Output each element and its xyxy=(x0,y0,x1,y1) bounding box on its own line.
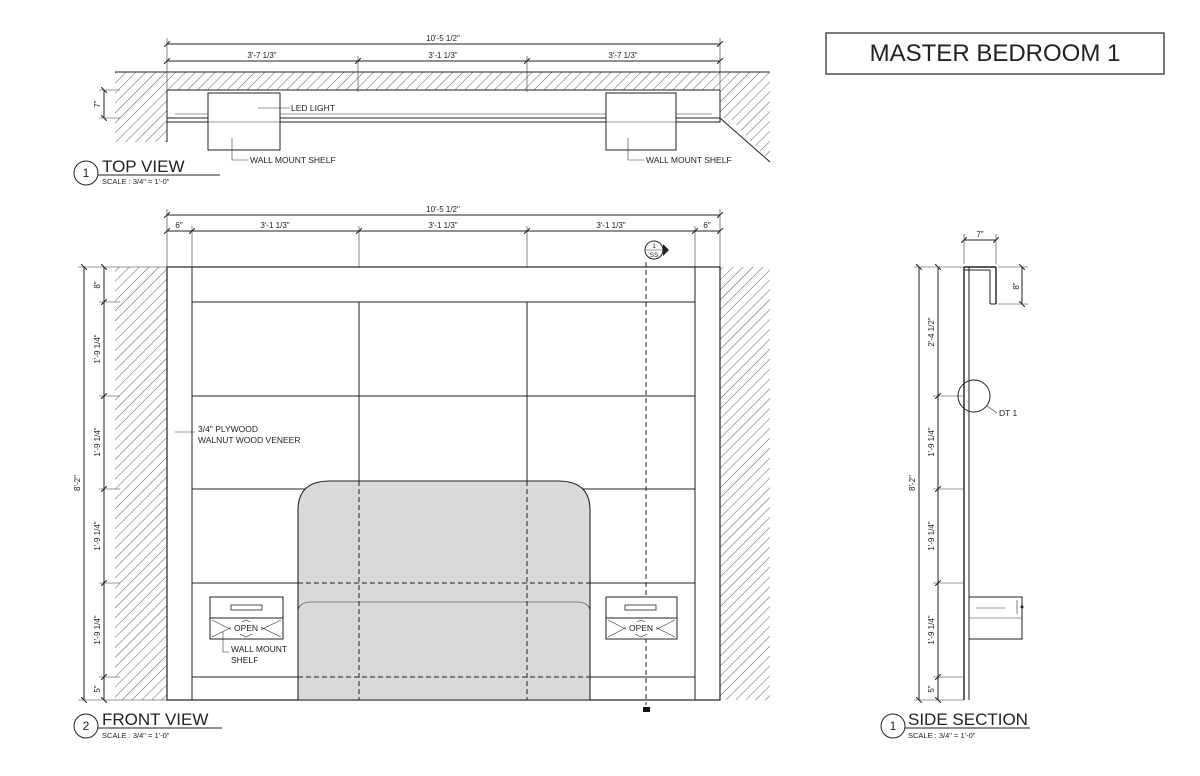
top-shelf-right xyxy=(605,92,677,151)
front-view-number: 2 xyxy=(83,719,90,733)
top-shelf-left-note: WALL MOUNT SHELF xyxy=(250,155,336,165)
open-label-bg-left xyxy=(231,622,261,634)
section-marker xyxy=(644,240,669,260)
front-view-title-block xyxy=(73,713,222,739)
side-section-number: 1 xyxy=(890,719,897,733)
front-seg-dim-2: 3'-1 1/3" xyxy=(260,221,289,230)
side-vdim-5: 5" xyxy=(927,685,936,692)
front-vdim-3: 1'-9 1/4" xyxy=(93,427,102,456)
front-vdim-1: 8" xyxy=(93,281,102,288)
front-right-wall-hatch xyxy=(720,267,770,700)
front-view-title: FRONT VIEW xyxy=(102,710,208,729)
top-depth-dim: 7" xyxy=(93,100,102,107)
top-left-wall-hatch xyxy=(115,90,167,142)
top-view-title-block xyxy=(73,160,220,186)
front-vdim-5: 1'-9 1/4" xyxy=(93,615,102,644)
open-label-bg-right xyxy=(626,622,656,634)
top-seg-dim-1: 3'-7 1/3" xyxy=(247,51,276,60)
side-section-scale: SCALE : 3/4" = 1'-0" xyxy=(908,731,976,740)
side-section-dimensions xyxy=(914,234,1028,700)
top-right-wall-hatch xyxy=(720,90,770,162)
front-left-wall-hatch xyxy=(115,267,167,700)
front-shelf-left-open: OPEN xyxy=(234,623,258,633)
front-shelf-right-open: OPEN xyxy=(629,623,653,633)
sheet-title: MASTER BEDROOM 1 xyxy=(870,40,1121,67)
front-seg-dim-5: 6" xyxy=(703,221,710,230)
led-light-note: LED LIGHT xyxy=(291,103,335,113)
detail-tag: DT 1 xyxy=(999,408,1018,418)
bed-outline xyxy=(297,601,591,700)
material-note-line1: 3/4" PLYWOOD xyxy=(198,424,258,434)
side-height-dim: 8'-2" xyxy=(908,475,917,491)
headboard xyxy=(297,480,591,701)
top-view-number: 1 xyxy=(83,166,90,180)
top-shelf-left xyxy=(207,92,281,151)
top-view-scale: SCALE : 3/4" = 1'-0" xyxy=(102,177,170,186)
front-seg-dim-1: 6" xyxy=(175,221,182,230)
top-view-title: TOP VIEW xyxy=(102,157,185,176)
side-cap-dim: 8" xyxy=(1012,282,1021,289)
side-vdim-3: 1'-9 1/4" xyxy=(927,521,936,550)
side-vdim-2: 1'-9 1/4" xyxy=(927,427,936,456)
side-section-drawing xyxy=(957,266,1024,700)
top-seg-dim-2: 3'-1 1/3" xyxy=(428,51,457,60)
top-overall-dim: 10'-5 1/2" xyxy=(426,34,460,43)
section-marker-number: 1 xyxy=(652,243,656,250)
front-vdim-4: 1'-9 1/4" xyxy=(93,521,102,550)
top-view-drawing xyxy=(115,71,771,163)
front-shelf-note-line2: SHELF xyxy=(231,655,258,665)
front-height-dim: 8'-2" xyxy=(73,475,82,491)
top-seg-dim-3: 3'-7 1/3" xyxy=(608,51,637,60)
front-seg-dim-4: 3'-1 1/3" xyxy=(596,221,625,230)
top-shelf-right-note: WALL MOUNT SHELF xyxy=(646,155,732,165)
side-top-dim: 7" xyxy=(976,230,983,239)
top-panel-face xyxy=(166,117,721,123)
side-vdim-4: 1'-9 1/4" xyxy=(927,615,936,644)
front-seg-dim-3: 3'-1 1/3" xyxy=(428,221,457,230)
front-vdim-2: 1'-9 1/4" xyxy=(93,334,102,363)
side-section-title: SIDE SECTION xyxy=(908,710,1028,729)
material-note-line2: WALNUT WOOD VENEER xyxy=(198,435,300,445)
front-view-dimensions xyxy=(78,209,720,700)
sheet-title-box: MASTER BEDROOM 1 xyxy=(825,32,1165,75)
section-marker-sheet: SS xyxy=(650,252,659,259)
front-overall-dim: 10'-5 1/2" xyxy=(426,205,460,214)
front-vdim-6: 5" xyxy=(93,685,102,692)
top-wall-hatch xyxy=(115,72,770,90)
front-view-scale: SCALE : 3/4" = 1'-0" xyxy=(102,731,170,740)
side-section-title-block xyxy=(880,713,1030,739)
side-vdim-1: 2'-4 1/2" xyxy=(927,317,936,346)
front-shelf-note-line1: WALL MOUNT xyxy=(231,644,287,654)
top-view-dimensions xyxy=(99,38,720,118)
front-view-drawing xyxy=(115,262,770,712)
